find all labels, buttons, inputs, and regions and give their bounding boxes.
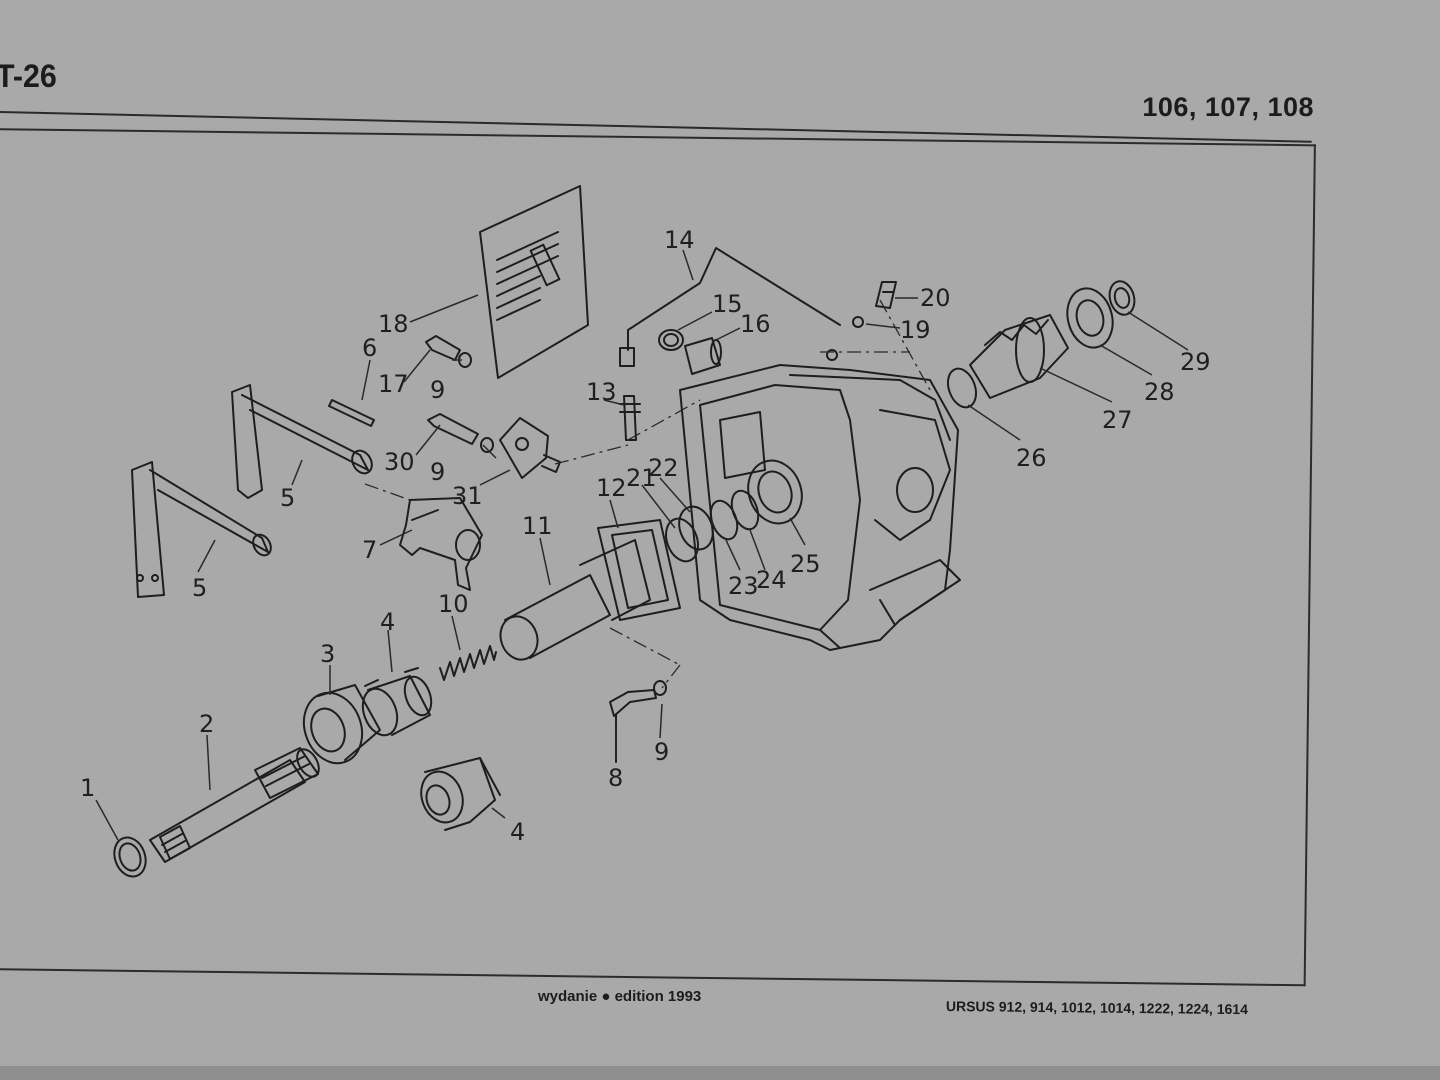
part-29-ring [1108, 280, 1136, 316]
callout-20: 20 [920, 284, 951, 312]
callout-14: 14 [664, 226, 695, 254]
callout-3: 3 [320, 640, 335, 668]
part-24-ring [730, 489, 760, 531]
callout-9-middle: 9 [430, 458, 445, 486]
part-5-fork-shaft-lower [131, 461, 272, 598]
callout-23: 23 [728, 572, 759, 600]
footer-edition: wydanie ● edition 1993 [538, 988, 702, 1005]
part-6-pin [328, 399, 375, 427]
part-18-cover-plate [479, 185, 589, 379]
part-27-gear-shaft [969, 314, 1069, 399]
callout-1: 1 [80, 774, 95, 802]
callout-27: 27 [1102, 406, 1133, 434]
part-21-seal [665, 517, 699, 563]
part-8-bolt [609, 689, 657, 763]
callout-7: 7 [362, 536, 377, 564]
part-26-ring [946, 367, 978, 409]
callout-4-upper: 4 [380, 608, 395, 636]
page-numbers: 106, 107, 108 [1142, 92, 1314, 122]
part-12-flange [597, 519, 681, 621]
callout-13: 13 [586, 378, 617, 406]
part-30-bolt [427, 413, 479, 445]
part-31-bracket [499, 417, 561, 479]
page-tag: T-26 [0, 58, 57, 94]
callout-8: 8 [608, 764, 623, 792]
callout-15: 15 [712, 290, 743, 318]
part-4-release-sleeve-lower [420, 757, 501, 831]
part-14-oil-pipe [619, 247, 841, 367]
part-28-bearing [1066, 287, 1114, 349]
part-2-shaft [149, 747, 320, 863]
part-7-fork [399, 497, 483, 591]
leader-lines [95, 249, 1189, 841]
centerlines [364, 299, 931, 689]
callout-21: 21 [626, 464, 657, 492]
callout-9-lower: 9 [654, 738, 669, 766]
callout-4-lower: 4 [510, 818, 525, 846]
part-15-o-ring [658, 329, 684, 351]
callout-17: 17 [378, 370, 409, 398]
part-19-washers [826, 316, 864, 361]
callout-10: 10 [438, 590, 469, 618]
callout-9-upper: 9 [430, 376, 445, 404]
part-5-fork-shaft-upper [231, 384, 373, 499]
callout-22: 22 [648, 454, 679, 482]
part-16-bush [684, 337, 722, 375]
part-1-circlip [113, 836, 147, 878]
part-25-bearing [747, 459, 803, 525]
callout-5-upper: 5 [280, 484, 295, 512]
part-20-bolt [875, 281, 897, 309]
callout-6: 6 [362, 334, 377, 362]
callout-2: 2 [199, 710, 214, 738]
part-4-release-sleeve-upper [361, 667, 433, 737]
part-11-guide-sleeve [499, 539, 651, 661]
callout-26: 26 [1016, 444, 1047, 472]
callout-29: 29 [1180, 348, 1211, 376]
part-10-spring [439, 645, 497, 681]
callout-19: 19 [900, 316, 931, 344]
callout-5-lower: 5 [192, 574, 207, 602]
part-3-bearing [302, 684, 381, 765]
callout-11: 11 [522, 512, 553, 540]
clutch-housing [679, 364, 961, 651]
callout-18: 18 [378, 310, 409, 338]
part-13-fitting [619, 395, 641, 441]
callouts: 1 2 3 4 4 5 5 6 7 8 9 9 9 10 11 12 13 14… [80, 226, 1211, 846]
callout-24: 24 [756, 566, 787, 594]
part-17-bolt [425, 335, 461, 361]
callout-28: 28 [1144, 378, 1175, 406]
callout-30: 30 [384, 448, 415, 476]
callout-16: 16 [740, 310, 771, 338]
callout-31: 31 [452, 482, 483, 510]
footer-models: URSUS 912, 914, 1012, 1014, 1222, 1224, … [945, 998, 1248, 1018]
callout-12: 12 [596, 474, 627, 502]
page-bottom-edge [0, 1066, 1440, 1080]
callout-25: 25 [790, 550, 821, 578]
